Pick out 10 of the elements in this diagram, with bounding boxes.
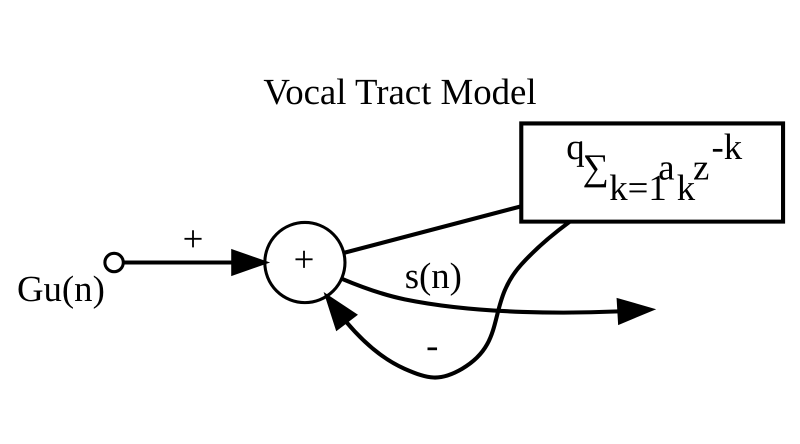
node-circle bbox=[103, 252, 125, 274]
connector bbox=[344, 204, 522, 255]
diagram-title: Vocal Tract Model bbox=[263, 70, 537, 112]
edge-label: s(n) bbox=[404, 254, 462, 296]
edge-label: - bbox=[426, 324, 438, 366]
node-circle: + bbox=[263, 220, 347, 304]
arrow bbox=[124, 248, 270, 276]
node-label: Gu(n) bbox=[16, 268, 105, 310]
edge-label: + bbox=[182, 218, 204, 260]
arrow bbox=[342, 277, 656, 326]
